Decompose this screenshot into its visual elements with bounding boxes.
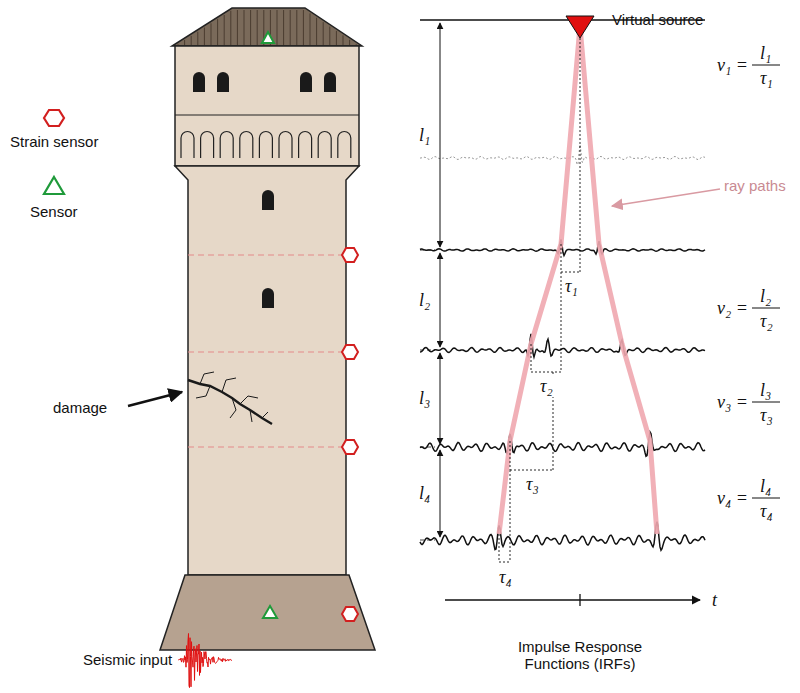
fraction-denominator: τ₂ [760, 311, 773, 332]
irf-panel [420, 16, 780, 606]
delay-label: τ₂ [538, 376, 555, 397]
legend-text: Sensor [30, 203, 78, 220]
seismic-waveform [178, 634, 232, 688]
length-label: l₂ [417, 290, 432, 311]
length-label: l₃ [417, 388, 432, 409]
delay-label: τ₄ [497, 567, 514, 588]
fraction-numerator: l₂ [760, 286, 771, 307]
virtual-source-label: Virtual source [612, 11, 703, 28]
tower [160, 8, 375, 650]
length-label: l₁ [417, 125, 432, 146]
velocity-label: v₃ = [717, 392, 748, 413]
sensor-symbol [44, 177, 64, 194]
damage-arrow [128, 392, 182, 406]
velocity-label: v₁ = [717, 55, 748, 76]
delay-label: τ₃ [524, 474, 541, 495]
seismic-input-label: Seismic input [83, 651, 172, 668]
velocity-label: v₂ = [717, 298, 748, 319]
axis-label: t [712, 590, 717, 611]
panel-caption: Impulse Response Functions (IRFs) [495, 638, 665, 673]
fraction-denominator: τ₃ [760, 405, 773, 426]
ray-paths-label: ray paths [724, 177, 786, 194]
velocity-label: v₄ = [717, 488, 748, 509]
fraction-numerator: l₁ [760, 43, 771, 64]
delay-label: τ₁ [563, 276, 580, 297]
length-label: l₄ [417, 483, 432, 504]
strain-sensor-symbol [44, 110, 64, 126]
fraction-denominator: τ₄ [760, 501, 773, 522]
fraction-denominator: τ₁ [760, 68, 773, 89]
damage-label: damage [53, 399, 107, 416]
fraction-numerator: l₄ [760, 476, 771, 497]
legend-text: Strain sensor [10, 133, 98, 150]
fraction-numerator: l₃ [760, 380, 771, 401]
